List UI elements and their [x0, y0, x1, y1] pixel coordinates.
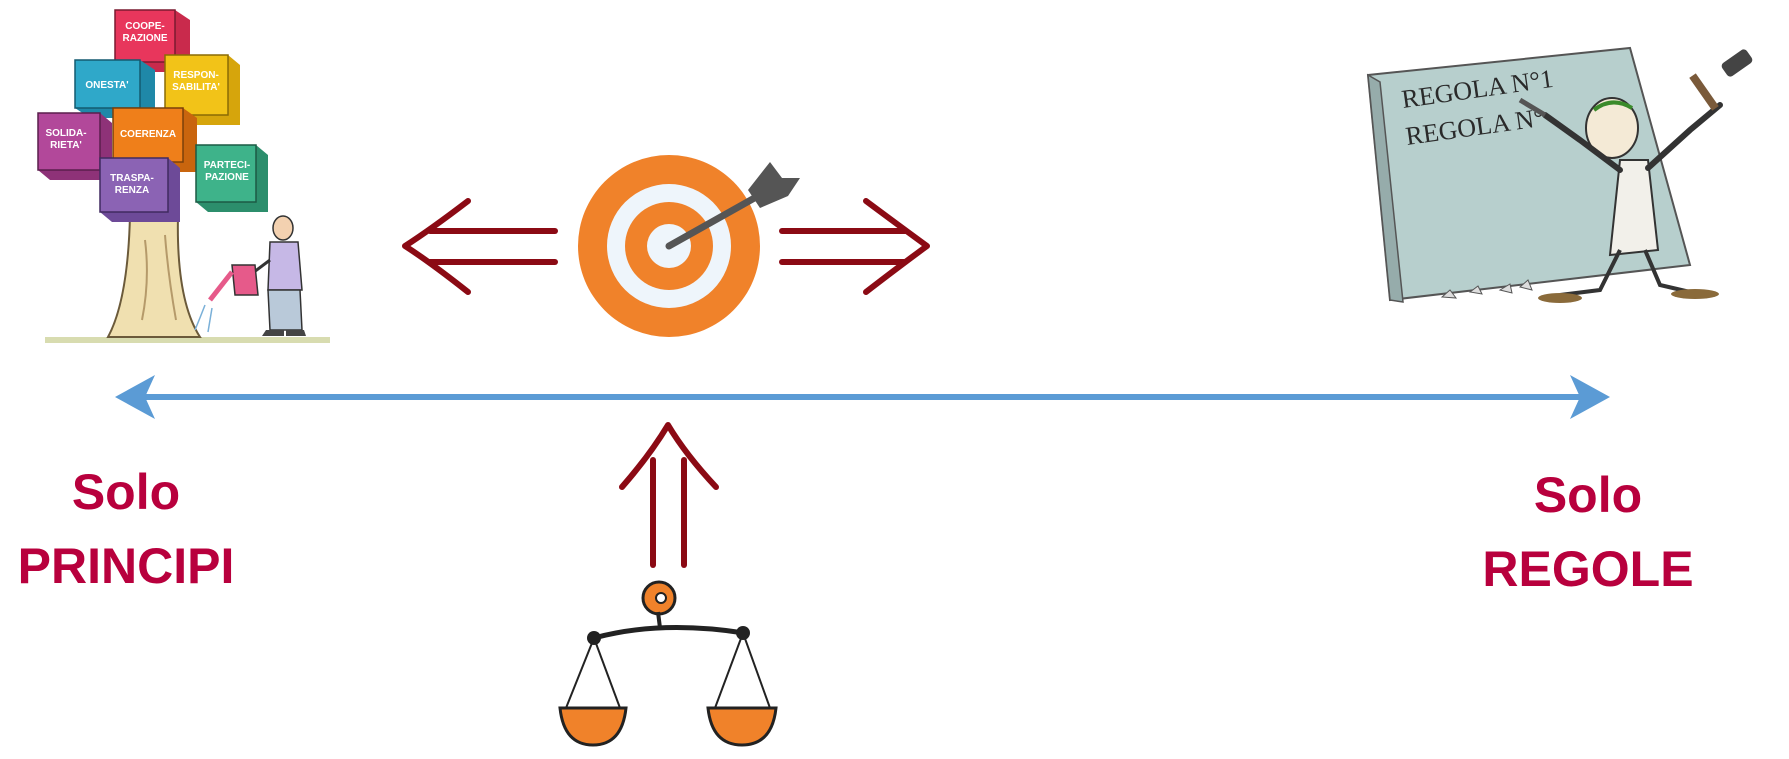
double-arrow-left [405, 201, 555, 292]
tree-trunk [108, 215, 200, 337]
label-right-line2: REGOLE [1460, 532, 1716, 606]
cube-label-line1: SOLIDA- [45, 128, 86, 139]
cube-label-line2: RIETA' [50, 140, 82, 151]
stone-tablet-illustration: REGOLA N°1 REGOLA N° [1368, 48, 1754, 303]
cube-label-line1: ONESTA' [85, 80, 128, 91]
cube-partecipazione: PARTECI- PAZIONE [196, 145, 268, 212]
balance-scale-icon [560, 582, 776, 745]
cube-label-line1: COERENZA [120, 129, 176, 140]
cube-label-line1: COOPE- [125, 21, 164, 32]
label-solo-regole: Solo REGOLE [1460, 458, 1716, 606]
label-left-line2: PRINCIPI [0, 529, 252, 603]
cube-trasparenza: TRASPA- RENZA [100, 158, 180, 222]
cube-label-line2: RAZIONE [123, 33, 168, 44]
cube-label-line2: RENZA [115, 185, 149, 196]
cube-label-line2: PAZIONE [205, 172, 249, 183]
gardener-figure [195, 216, 306, 336]
cube-label-line1: PARTECI- [204, 160, 250, 171]
cube-label-line1: TRASPA- [110, 173, 154, 184]
cube-label-line1: RESPON- [173, 70, 219, 81]
cube-label-line2: SABILITA' [172, 82, 220, 93]
principles-rules-axis [115, 375, 1610, 419]
target-bullseye [578, 155, 800, 337]
label-left-line1: Solo [0, 455, 252, 529]
label-solo-principi: Solo PRINCIPI [0, 455, 252, 603]
label-right-line1: Solo [1460, 458, 1716, 532]
double-arrow-up [622, 425, 716, 565]
double-arrow-right [782, 201, 927, 292]
values-tree-illustration: COOPE- RAZIONE ONESTA' RESPON- SABILITA'… [38, 10, 330, 343]
